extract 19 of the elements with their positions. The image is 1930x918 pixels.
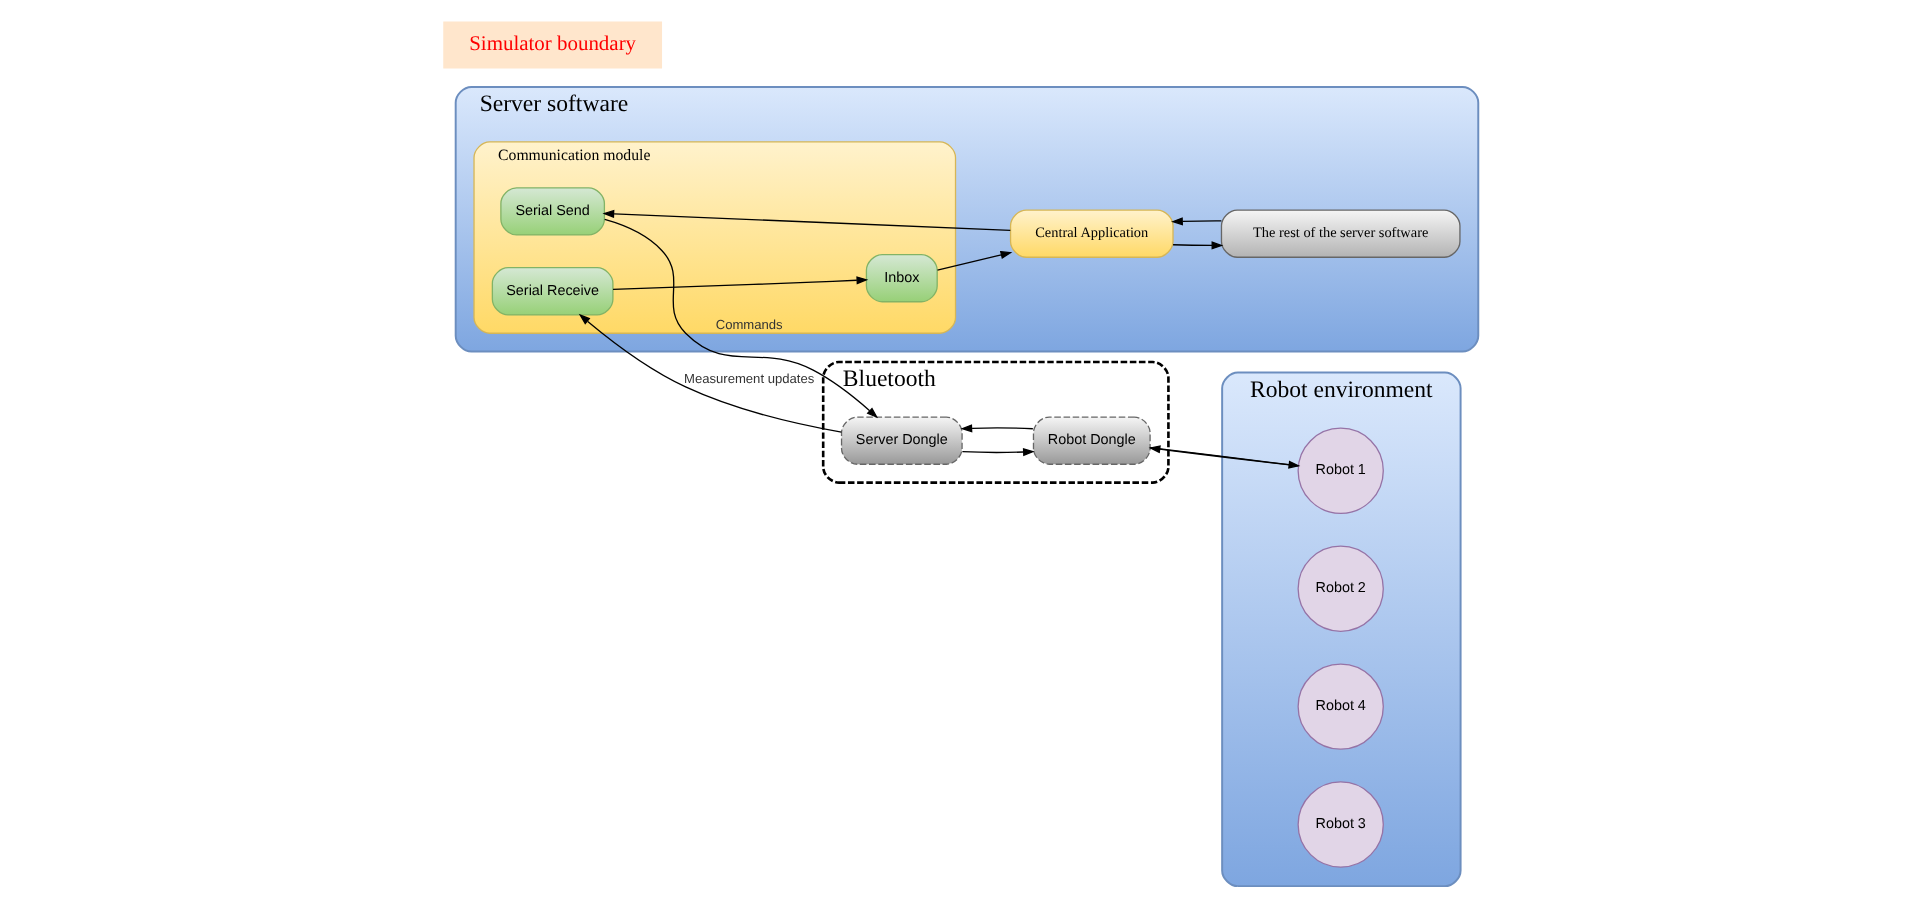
- arrow: [960, 447, 1034, 457]
- arrow: [1170, 217, 1222, 226]
- arrow: [959, 424, 1033, 433]
- node-box: Server Dongle: [839, 416, 962, 465]
- node-box: Serial Receive: [490, 267, 613, 316]
- arrow: [603, 218, 878, 419]
- arrow: [1171, 241, 1223, 250]
- node-circle: Robot 1: [1296, 427, 1383, 515]
- node-box: Robot Dongle: [1031, 416, 1150, 465]
- arrow: [577, 313, 842, 433]
- arrow: [611, 276, 868, 290]
- arrow: [601, 209, 1010, 231]
- node-circle: Robot 2: [1296, 545, 1383, 632]
- node-box: Inbox: [864, 253, 937, 303]
- node-box: Serial Send: [499, 187, 605, 236]
- node-circle: Robot 3: [1296, 781, 1383, 868]
- node-circle: Robot 4: [1296, 663, 1383, 750]
- arrow: [935, 250, 1012, 271]
- label: Simulator boundary: [468, 33, 636, 56]
